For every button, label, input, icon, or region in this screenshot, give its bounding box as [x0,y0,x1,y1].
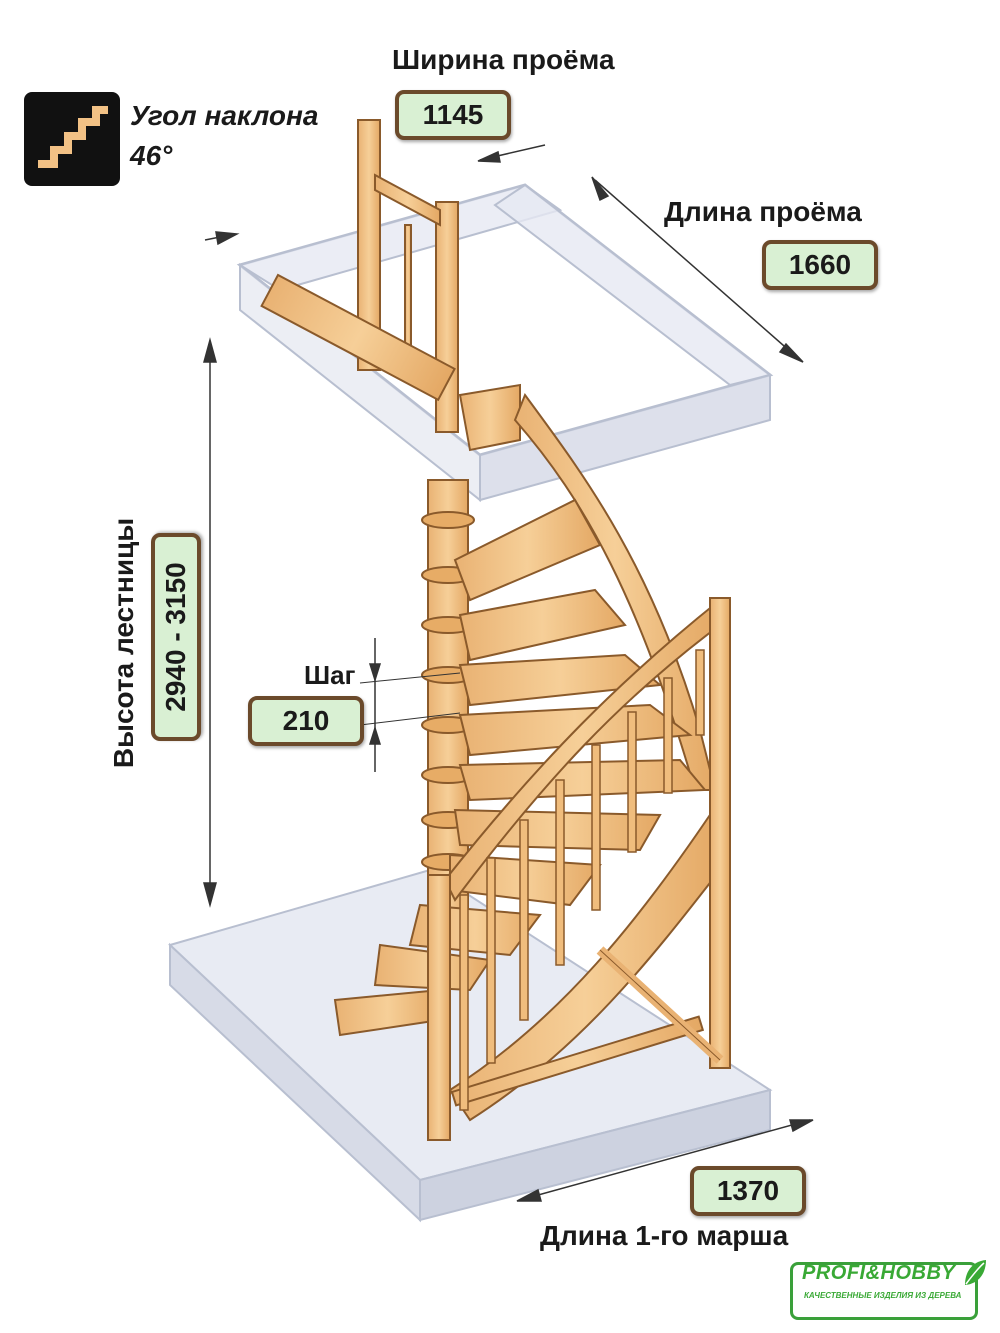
step-badge: 210 [248,696,364,746]
opening-length-label: Длина проёма [664,196,862,227]
angle-label: Угол наклона 46° [130,96,318,176]
logo-tagline: КАЧЕСТВЕННЫЕ ИЗДЕЛИЯ ИЗ ДЕРЕВА [804,1291,962,1300]
first-flight-label: Длина 1-го марша [540,1220,789,1251]
dimension-lines [203,144,814,1202]
first-flight-badge: 1370 [690,1166,806,1216]
front-railing [427,597,731,1141]
brand-logo: PROFI&HOBBY КАЧЕСТВЕННЫЕ ИЗДЕЛИЯ ИЗ ДЕРЕ… [790,1258,990,1322]
stair-height-badge: 2940 - 3150 [151,533,201,741]
angle-title: Угол наклона [130,100,319,131]
stair-height-label: Высота лестницы [108,517,139,769]
floor-slab [168,868,773,1223]
logo-name: PROFI&HOBBY [802,1262,956,1284]
leaf-icon [965,1260,986,1285]
balusters [459,649,705,1111]
upper-railing [260,119,521,452]
step-label: Шаг [304,660,356,690]
opening-width-label: Ширина проёма [392,44,615,75]
opening-length-badge: 1660 [762,240,878,290]
angle-value: 46° [130,140,173,171]
opening-frame [236,183,774,503]
opening-width-badge: 1145 [395,90,511,140]
stairs-icon [24,92,120,186]
logo-frame [790,1262,978,1320]
